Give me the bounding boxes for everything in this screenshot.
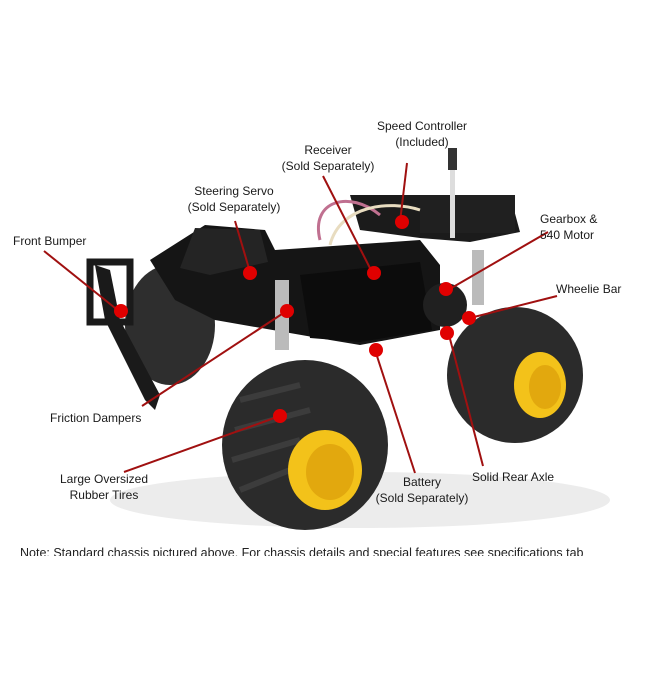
label-battery: Battery (Sold Separately) [370,474,474,506]
label-front-bumper: Front Bumper [13,233,86,249]
label-line: Steering Servo [194,184,274,198]
label-line: Solid Rear Axle [472,470,555,484]
label-line: (Sold Separately) [375,491,469,505]
front-right-tire [222,360,388,530]
rear-right-tire [447,307,583,443]
label-line: Speed Controller [376,119,468,133]
callout-dots [114,215,476,423]
dot-front-bumper [114,304,128,318]
label-line: (Included) [395,135,449,149]
label-line: (Sold Separately) [187,200,281,214]
label-line: Front Bumper [13,234,87,248]
dot-friction-dampers [280,304,294,318]
note-text: Note: Standard chassis pictured above. F… [20,546,584,556]
label-friction-dampers: Friction Dampers [50,410,141,426]
label-gearbox-motor: Gearbox & 540 Motor [540,211,597,243]
dot-receiver [367,266,381,280]
label-line: Large Oversized [59,472,149,486]
label-line: (Sold Separately) [281,159,375,173]
dot-battery [369,343,383,357]
dot-steering-servo [243,266,257,280]
label-receiver: Receiver (Sold Separately) [276,142,380,174]
leader-lines [43,162,558,474]
dot-large-tires [273,409,287,423]
label-large-tires: Large Oversized Rubber Tires [52,471,156,503]
dot-solid-rear-axle [440,326,454,340]
label-steering-servo: Steering Servo (Sold Separately) [182,183,286,215]
label-line: Friction Dampers [50,411,142,425]
label-line: Receiver [304,143,352,157]
label-solid-rear-axle: Solid Rear Axle [472,469,554,485]
label-line: Wheelie Bar [556,282,622,296]
label-line: Rubber Tires [69,488,139,502]
dot-gearbox-motor [439,282,453,296]
label-line: 540 Motor [540,228,595,242]
label-line: Gearbox & [540,212,598,226]
label-line: Battery [402,475,441,489]
dot-wheelie-bar [462,311,476,325]
label-wheelie-bar: Wheelie Bar [556,281,621,297]
label-speed-controller: Speed Controller (Included) [366,118,478,150]
chassis-tub [86,148,520,410]
dot-speed-controller [395,215,409,229]
chassis-note: Note: Standard chassis pictured above. F… [20,542,660,556]
